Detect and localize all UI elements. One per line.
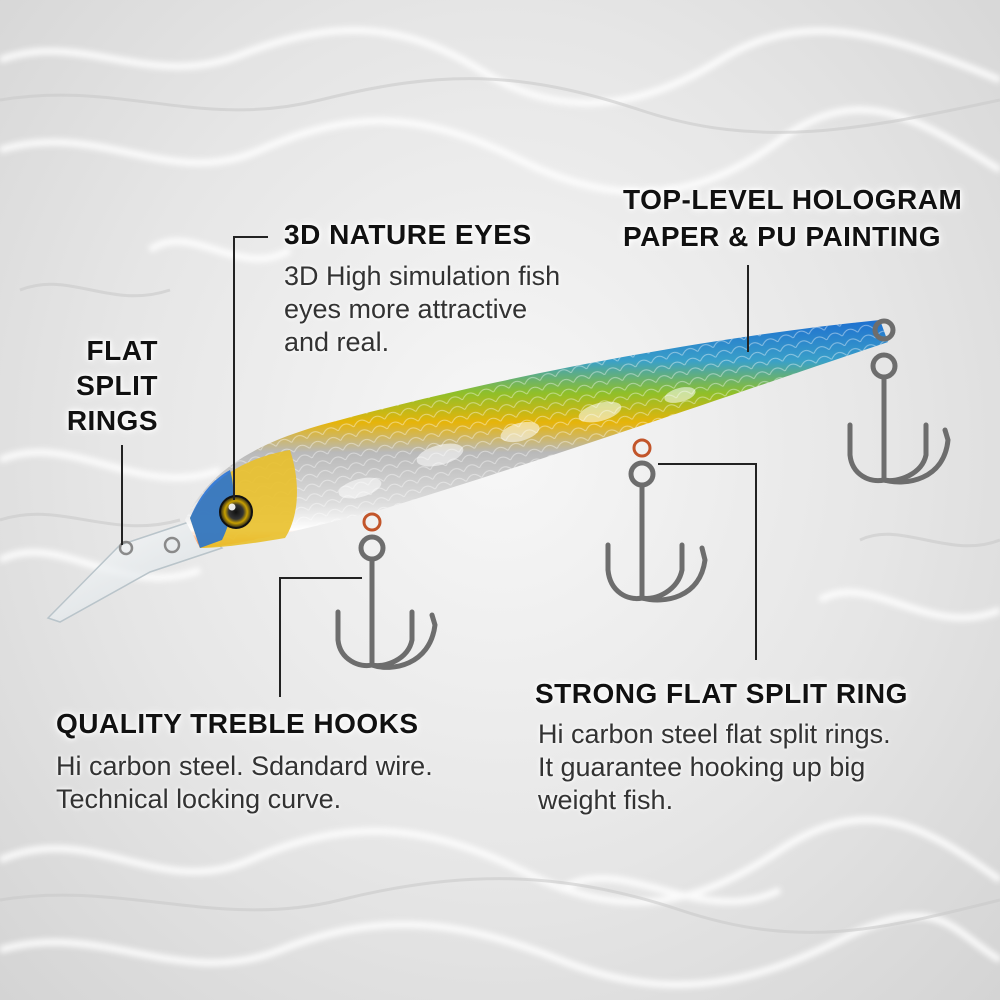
hologram-heading-line: PAPER & PU PAINTING: [623, 221, 942, 252]
split-ring-description: Hi carbon steel flat split rings. It gua…: [538, 718, 891, 817]
middle-treble-hook: [605, 438, 708, 603]
nature-eyes-description: 3D High simulation fish eyes more attrac…: [284, 260, 560, 359]
treble-hooks-description-line: Technical locking curve.: [56, 784, 342, 814]
flat-split-rings-heading: FLAT SPLIT RINGS: [0, 333, 158, 438]
flat-split-rings-heading-line: SPLIT: [76, 370, 158, 401]
hologram-heading-line: TOP-LEVEL HOLOGRAM: [623, 184, 963, 215]
hooks-leader-line: [279, 577, 362, 697]
front-treble-hook: [335, 512, 438, 670]
treble-hooks-heading: QUALITY TREBLE HOOKS: [56, 708, 419, 739]
tail-treble-hook: [847, 318, 951, 485]
split-ring-heading: STRONG FLAT SPLIT RING: [535, 678, 908, 709]
flat-split-rings-heading-line: FLAT: [86, 335, 158, 366]
ring-leader-line: [658, 463, 757, 660]
nature-eyes-heading: 3D NATURE EYES: [284, 219, 532, 250]
lure-eye: [219, 495, 253, 529]
flat-split-rings-heading-line: RINGS: [66, 405, 158, 436]
split-ring-description-line: weight fish.: [538, 785, 674, 815]
eyes-leader-line: [233, 236, 268, 500]
treble-hooks-description-line: Hi carbon steel. Sdandard wire.: [56, 751, 433, 781]
split-ring-description-line: Hi carbon steel flat split rings.: [538, 719, 891, 749]
hologram-heading: TOP-LEVEL HOLOGRAM PAPER & PU PAINTING: [623, 181, 962, 255]
nature-eyes-description-line: 3D High simulation fish: [284, 261, 561, 291]
nature-eyes-description-line: and real.: [284, 327, 390, 357]
treble-hooks-description: Hi carbon steel. Sdandard wire. Technica…: [56, 750, 433, 816]
split-ring-description-line: It guarantee hooking up big: [538, 752, 866, 782]
nature-eyes-description-line: eyes more attractive: [284, 294, 528, 324]
